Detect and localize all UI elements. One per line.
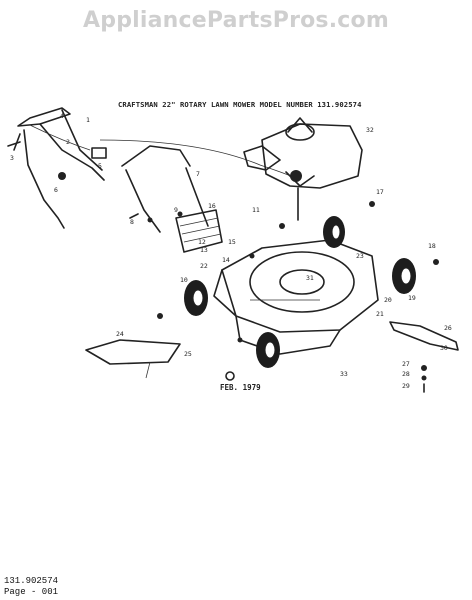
callout-1: 1 (86, 116, 90, 124)
hardware-bits (147, 201, 439, 343)
grass-deflector (175, 209, 223, 253)
engine (243, 117, 363, 221)
callout-27: 27 (402, 360, 410, 368)
callout-28: 28 (402, 370, 410, 378)
wheel-front-left (256, 332, 280, 368)
lower-handle (121, 145, 209, 233)
footer-page-number: Page - 001 (4, 587, 59, 597)
callout-20: 20 (384, 296, 392, 304)
callout-19: 19 (408, 294, 416, 302)
callout-26: 26 (444, 324, 452, 332)
wheel-rear-left (184, 280, 208, 316)
callout-33: 33 (340, 370, 348, 378)
callout-4: 4 (60, 112, 64, 120)
callout-15: 15 (228, 238, 236, 246)
callout-10: 10 (180, 276, 188, 284)
callout-8: 8 (130, 218, 134, 226)
callout-21: 21 (376, 310, 384, 318)
callout-9: 9 (174, 206, 178, 214)
callout-23: 23 (356, 252, 364, 260)
callout-16: 16 (208, 202, 216, 210)
callout-31: 31 (306, 274, 314, 282)
callout-5: 5 (98, 162, 102, 170)
callout-30: 30 (440, 344, 448, 352)
callout-12: 12 (198, 238, 206, 246)
blade-assembly (389, 321, 459, 393)
callout-labels: 1 2 3 4 5 6 7 8 9 10 11 12 13 14 15 16 1… (10, 112, 452, 390)
diagram-title: CRAFTSMAN 22" ROTARY LAWN MOWER MODEL NU… (118, 100, 362, 109)
site-watermark: AppliancePartsPros.com (83, 8, 389, 33)
callout-18: 18 (428, 242, 436, 250)
callout-3: 3 (10, 154, 14, 162)
baffle (85, 339, 235, 381)
diagram-date: FEB. 1979 (220, 383, 261, 392)
footer-model-number: 131.902574 (4, 576, 59, 586)
callout-6: 6 (54, 186, 58, 194)
callout-22: 22 (200, 262, 208, 270)
callout-24: 24 (116, 330, 124, 338)
callout-17: 17 (376, 188, 384, 196)
mower-deck (213, 239, 379, 355)
callout-2: 2 (66, 138, 70, 146)
callout-7: 7 (196, 170, 200, 178)
callout-13: 13 (200, 246, 208, 254)
callout-14: 14 (222, 256, 230, 264)
wheel-rear-right (323, 216, 345, 248)
callout-32: 32 (366, 126, 374, 134)
wheel-front-right (392, 258, 416, 294)
callout-25: 25 (184, 350, 192, 358)
callout-29: 29 (402, 382, 410, 390)
callout-11: 11 (252, 206, 260, 214)
